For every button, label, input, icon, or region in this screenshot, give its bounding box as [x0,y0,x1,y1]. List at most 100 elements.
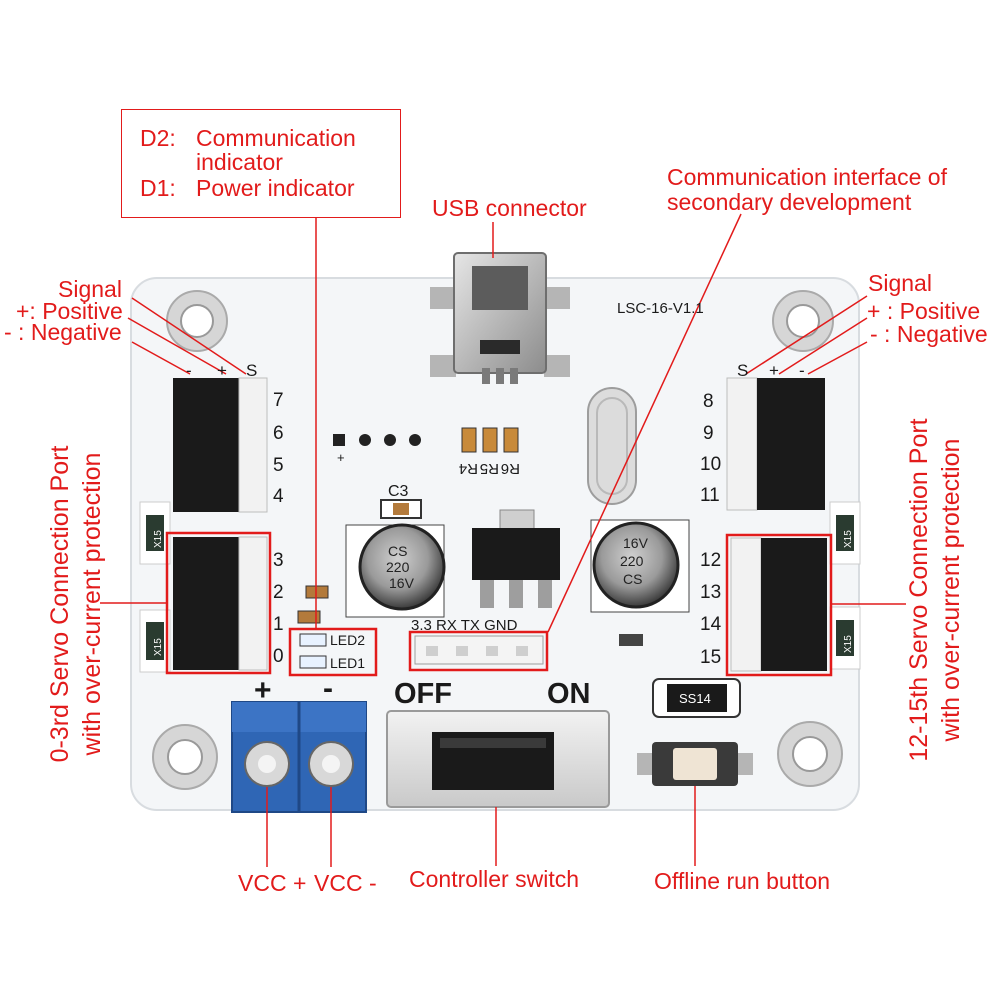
left-lower-servo-header [173,536,268,671]
usb-connector [430,252,570,384]
right-port-description: 12-15th Servo Connection Port with over-… [903,380,967,800]
channel-13: 13 [700,582,721,603]
right-port-line-1: 12-15th Servo Connection Port [905,418,933,762]
fuse-marking-bottom-left: X15 [153,638,164,656]
fuse-marking-top-right: X15 [843,530,854,548]
left-minus-mark: - [186,361,192,380]
switch-on-label: ON [547,678,591,710]
channel-2: 2 [273,582,284,603]
component-markings: SS14 CS 220 16V 16V 220 CS X15 X15 X15 X… [153,530,854,706]
left-port-line-2: with over-current protection [78,452,106,756]
fuse-marking-bottom-right: X15 [843,635,854,653]
fuse-bottom-left [139,609,171,673]
highlight-uart [408,630,549,672]
uart-header [414,635,544,665]
right-s-mark: S [737,361,748,380]
fuse-bottom-right [829,606,861,670]
vcc-minus-label: VCC - [314,870,377,896]
controller-switch-label: Controller switch [409,866,579,892]
offline-run-button-label: Offline run button [654,868,831,894]
left-upper-servo-header [173,377,268,513]
channel-4: 4 [273,486,284,507]
channel-7: 7 [273,390,284,411]
resistor-array [461,427,519,453]
fuse-top-left [139,501,171,565]
crystal-oscillator [587,387,637,505]
model-label: LSC-16-V1.1 [617,300,704,317]
channel-1: 1 [273,614,284,635]
leader-lines [100,213,906,867]
d2-description-2: indicator [196,149,283,175]
left-s-mark: S [246,361,257,380]
led1-label: LED1 [330,655,365,671]
r6-label: R6 [501,460,520,477]
channel-8: 8 [703,391,714,412]
d1-key: D1: [140,175,176,201]
negative-label-left: - : Negative [4,319,122,345]
offline-run-button [637,742,753,786]
capacitor-c3 [380,499,422,519]
left-port-line-1: 0-3rd Servo Connection Port [46,445,74,763]
channel-3: 3 [273,550,284,571]
cap-right-line-3: CS [623,571,642,587]
r5-label: R5 [480,460,499,477]
c3-label: C3 [388,483,409,500]
led-info-box: D2: Communication indicator D1: Power in… [121,109,401,218]
left-plus-mark: + [217,361,227,380]
right-upper-servo-header [726,377,825,511]
positive-label-right: + : Positive [867,298,981,324]
negative-label-right: - : Negative [870,321,988,347]
left-port-description: 0-3rd Servo Connection Port with over-cu… [44,404,108,804]
right-minus-mark: - [799,361,805,380]
cap-right-line-1: 16V [623,535,649,551]
pad-plus-label: + [337,450,345,465]
cap-left-line-1: CS [388,543,407,559]
channel-14: 14 [700,614,722,635]
channel-11: 11 [700,485,720,506]
power-terminal-block [231,701,367,813]
highlight-leds [288,627,378,677]
smd-component-right [619,634,643,646]
d1-description: Power indicator [196,175,355,201]
electrolytic-capacitor-left [345,523,446,618]
right-lower-servo-header [730,537,827,672]
diode-marking: SS14 [679,691,711,706]
mounting-hole-bottom-left [152,724,218,790]
mounting-hole-bottom-right [777,721,843,787]
mounting-hole-top-right [772,290,834,352]
channel-5: 5 [273,455,284,476]
cap-right-line-2: 220 [620,553,644,569]
comm-interface-label-1: Communication interface of [667,164,947,190]
fuse-marking-top-left: X15 [153,530,164,548]
cap-left-line-2: 220 [386,559,410,575]
positive-label-left: +: Positive [16,298,123,324]
switch-off-label: OFF [394,678,452,710]
led-indicators [297,585,329,669]
signal-label-left: Signal [58,276,122,302]
d2-key: D2: [140,125,176,151]
d2-description-1: Communication [196,125,356,151]
cap-left-line-3: 16V [389,575,415,591]
mounting-hole-top-left [166,290,228,352]
channel-9: 9 [703,423,714,444]
uart-pin-labels: 3.3 RX TX GND [411,617,518,634]
voltage-regulator [472,509,560,608]
fuse-top-right [829,501,861,565]
controller-slide-switch [386,710,610,808]
usb-connector-label: USB connector [432,195,587,221]
channel-0: 0 [273,646,284,667]
vcc-plus-label: VCC + [238,870,307,896]
comm-interface-label-2: secondary development [667,189,912,215]
channel-12: 12 [700,550,721,571]
silkscreen: LSC-16-V1.1 - + S S + - 7 6 5 4 3 2 1 0 … [186,300,805,710]
r4-label: R4 [459,460,478,477]
right-plus-mark: + [769,361,779,380]
programming-pads [333,434,421,446]
signal-label-right: Signal [868,270,932,296]
terminal-plus-label: + [254,674,272,707]
channel-15: 15 [700,647,721,668]
electrolytic-capacitor-right [590,519,690,613]
right-port-line-2: with over-current protection [937,438,965,742]
channel-6: 6 [273,423,284,444]
